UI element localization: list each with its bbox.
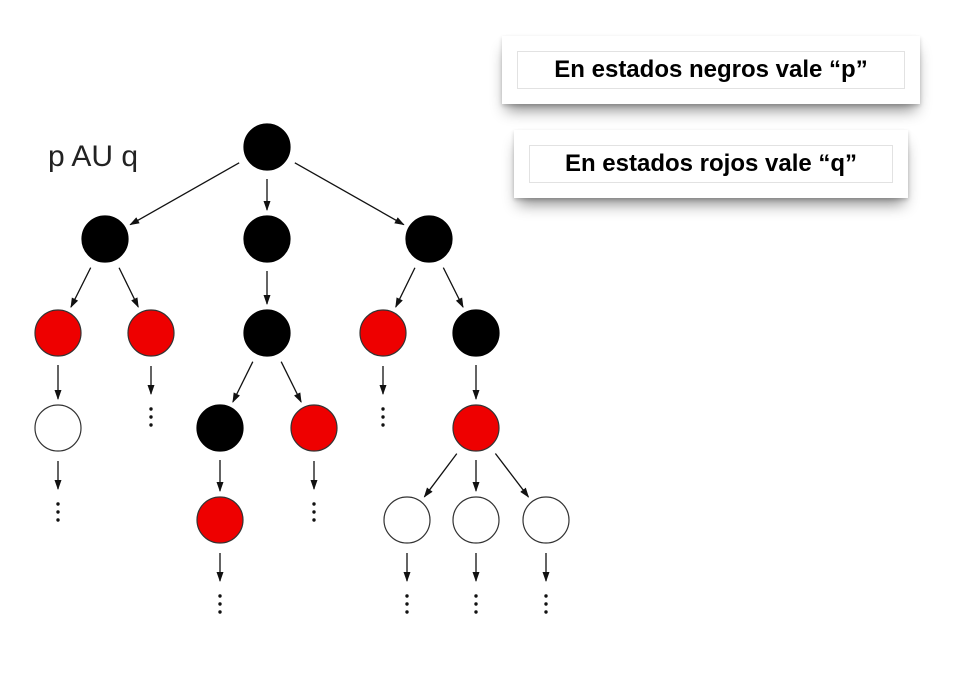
state-c2a-red	[452, 404, 500, 452]
state-c-black	[405, 215, 453, 263]
transition-arrow-b1-b1a	[232, 361, 254, 403]
black-states-legend: En estados negros vale “p”	[502, 36, 920, 104]
ellipsis-dots-b1ax	[218, 594, 222, 614]
ellipsis-dots-c2a1	[405, 594, 409, 614]
state-b1b-red	[290, 404, 338, 452]
state-c2a1-white	[383, 496, 431, 544]
state-a2-red	[127, 309, 175, 357]
transition-arrow-c2a-c2a1	[423, 453, 458, 498]
state-a-black	[81, 215, 129, 263]
ellipsis-dots-c2a2	[474, 594, 478, 614]
red-states-legend: En estados rojos vale “q”	[514, 130, 908, 198]
transition-arrow-a-a1	[70, 267, 92, 308]
state-a1x-white	[34, 404, 82, 452]
transition-arrow-b1-b1b	[280, 361, 302, 403]
ellipsis-dots-a2	[149, 407, 153, 427]
state-c2a3-white	[522, 496, 570, 544]
state-c2-black	[452, 309, 500, 357]
transition-arrow-c-c1	[395, 267, 416, 308]
state-b1-black	[243, 309, 291, 357]
ellipsis-dots-a1x	[56, 502, 60, 522]
ellipsis-dots-c1	[381, 407, 385, 427]
ellipsis-dots-c2a3	[544, 594, 548, 614]
transition-arrow-root-a	[129, 162, 240, 226]
state-b1ax-red	[196, 496, 244, 544]
transition-arrow-root-c	[294, 162, 405, 226]
state-c1-red	[359, 309, 407, 357]
states-layer	[34, 123, 570, 544]
edges-layer	[54, 162, 550, 582]
state-c2a2-white	[452, 496, 500, 544]
continuation-layer	[56, 407, 548, 614]
state-b-black	[243, 215, 291, 263]
formula-label: p AU q	[48, 140, 139, 173]
red-states-legend-text: En estados rojos vale “q”	[529, 145, 893, 183]
state-root-black	[243, 123, 291, 171]
transition-arrow-a-a2	[118, 267, 139, 308]
state-a1-red	[34, 309, 82, 357]
ellipsis-dots-b1b	[312, 502, 316, 522]
black-states-legend-text: En estados negros vale “p”	[517, 51, 905, 89]
state-b1a-black	[196, 404, 244, 452]
transition-arrow-c-c2	[442, 267, 464, 308]
transition-arrow-c2a-c2a3	[494, 453, 530, 498]
